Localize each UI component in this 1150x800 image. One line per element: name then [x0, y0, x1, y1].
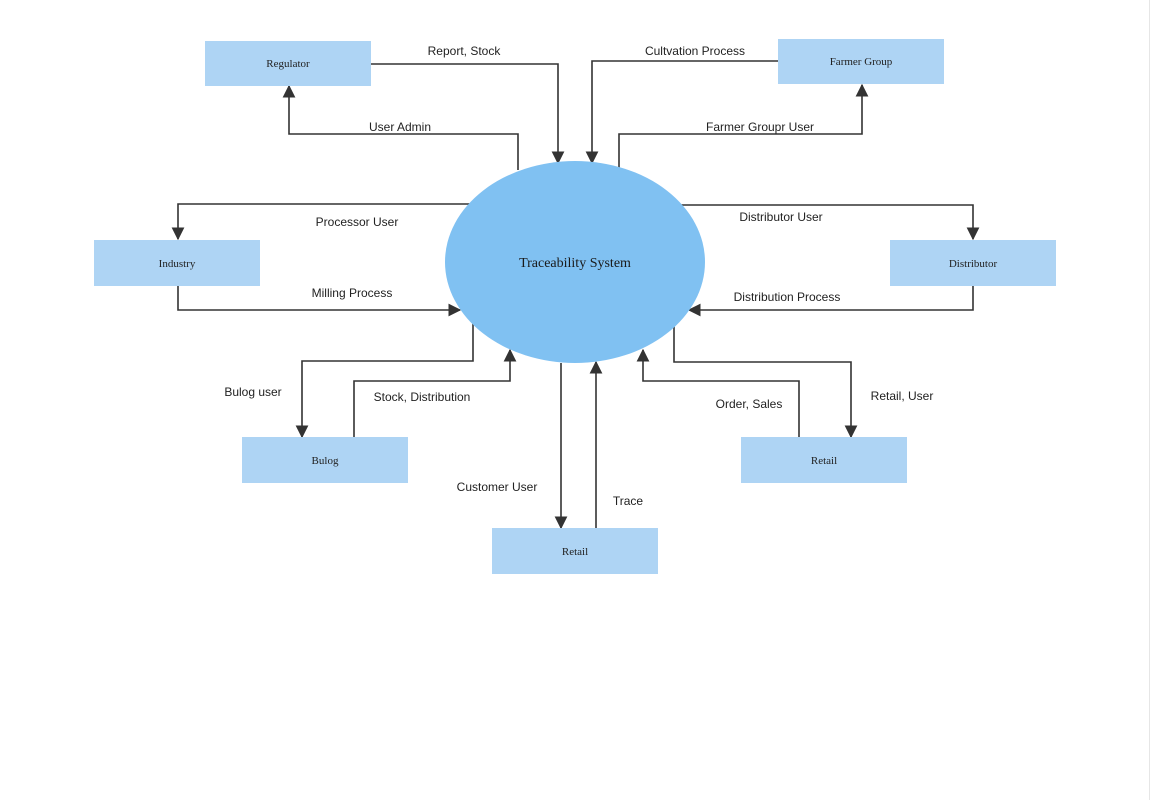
- center-label: Traceability System: [519, 256, 631, 271]
- node-bulog: Bulog: [242, 437, 408, 483]
- center-ellipse: [445, 161, 705, 363]
- node-bulog-box: [242, 437, 408, 483]
- node-distributor: Distributor: [890, 240, 1056, 286]
- node-distributor-box: [890, 240, 1056, 286]
- node-retail-bottom-box: [492, 528, 658, 574]
- node-regulator-label: Regulator: [266, 58, 310, 70]
- node-retail-right-label: Retail: [811, 455, 837, 467]
- edge-label-distributor-user: Distributor User: [739, 210, 822, 224]
- node-farmer-group: Farmer Group: [778, 39, 944, 84]
- node-retail-right-box: [741, 437, 907, 483]
- edge-label-stock-distribution: Stock, Distribution: [374, 390, 471, 404]
- node-regulator: Regulator: [205, 41, 371, 86]
- edge-label-report-stock: Report, Stock: [428, 44, 502, 58]
- node-industry-box: [94, 240, 260, 286]
- edge-order-sales: [636, 348, 800, 437]
- node-industry-label: Industry: [159, 258, 196, 270]
- edge-label-retail-user: Retail, User: [871, 389, 934, 403]
- edge-processor-user: [171, 203, 470, 241]
- edge-label-milling-process: Milling Process: [312, 286, 393, 300]
- edge-retail-user: [673, 326, 858, 439]
- edges: [171, 60, 980, 530]
- edge-label-order-sales: Order, Sales: [716, 397, 783, 411]
- edge-distribution-process: [687, 286, 974, 317]
- edge-user-admin: [282, 84, 519, 170]
- edge-label-trace: Trace: [613, 494, 644, 508]
- edge-label-cultivation-process: Cultvation Process: [645, 44, 745, 58]
- node-farmer-group-box: [778, 39, 944, 84]
- edge-farmer-group-user: [618, 83, 869, 170]
- node-bulog-label: Bulog: [312, 455, 339, 467]
- node-retail-bottom-label: Retail: [562, 546, 588, 558]
- node-farmer-group-label: Farmer Group: [830, 56, 893, 68]
- edge-label-customer-user: Customer User: [457, 480, 538, 494]
- edge-label-farmer-group-user: Farmer Groupr User: [706, 120, 814, 134]
- center-process: Traceability System: [445, 161, 705, 363]
- node-retail-bottom: Retail: [492, 528, 658, 574]
- edge-label-processor-user: Processor User: [316, 215, 399, 229]
- node-regulator-box: [205, 41, 371, 86]
- edge-milling-process: [177, 286, 462, 317]
- edge-label-bulog-user: Bulog user: [224, 385, 281, 399]
- edge-labels: Report, Stock User Admin Cultvation Proc…: [224, 44, 933, 508]
- edge-label-user-admin: User Admin: [369, 120, 431, 134]
- edge-distributor-user: [680, 204, 980, 241]
- edge-label-distribution-process: Distribution Process: [734, 290, 841, 304]
- edge-cultivation-process: [585, 60, 778, 165]
- node-distributor-label: Distributor: [949, 258, 998, 270]
- edge-stock-distribution: [353, 348, 517, 437]
- edge-report-stock: [371, 63, 565, 165]
- edge-bulog-user: [295, 315, 474, 439]
- node-retail-right: Retail: [741, 437, 907, 483]
- node-industry: Industry: [94, 240, 260, 286]
